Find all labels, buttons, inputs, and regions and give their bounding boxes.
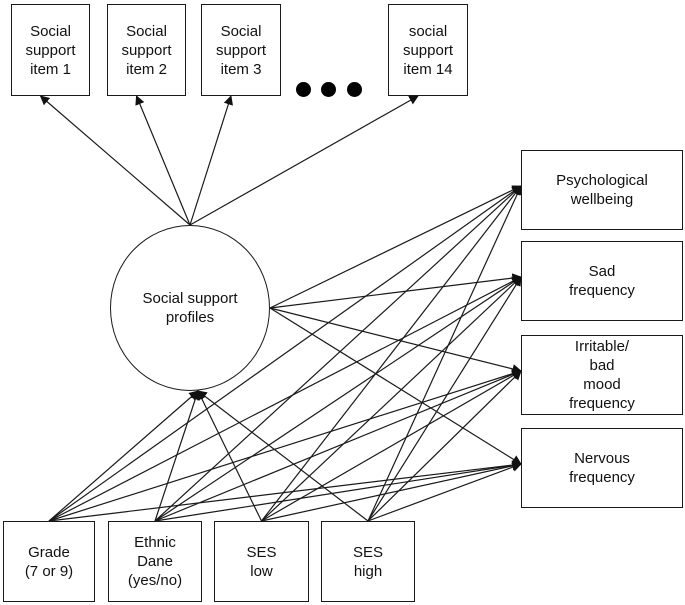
node-psych: Psychological wellbeing: [521, 150, 683, 230]
node-item3-label: Social support item 3: [215, 22, 267, 78]
node-psych-label: Psychological wellbeing: [556, 172, 648, 208]
ellipsis-dot: [321, 82, 336, 97]
node-grade: Grade (7 or 9): [3, 521, 95, 602]
edge-ethnic-to-irritable: [154, 369, 522, 522]
node-seshigh: SES high: [321, 521, 415, 602]
node-ethnic-label: Ethnic Dane (yes/no): [127, 534, 183, 589]
edge-profiles-to-item3: [189, 95, 233, 226]
node-seshigh-label: SES high: [352, 543, 383, 580]
edge-seslow-to-nervous: [261, 461, 522, 522]
edge-profiles-to-irritable: [269, 307, 522, 374]
edge-grade-to-sad: [48, 276, 522, 522]
edge-profiles-to-item2: [135, 95, 191, 226]
edge-seslow-to-profiles: [197, 390, 263, 522]
edge-seshigh-to-sad: [367, 276, 522, 522]
node-profiles: Social support profiles: [110, 225, 270, 391]
node-item3: Social support item 3: [201, 4, 281, 96]
edge-seshigh-to-profiles: [197, 390, 369, 522]
edge-seshigh-to-psych: [367, 185, 522, 522]
node-ethnic: Ethnic Dane (yes/no): [108, 521, 202, 602]
node-irritable: Irritable/ bad mood frequency: [521, 335, 683, 415]
edge-profiles-to-psych: [269, 185, 522, 309]
node-nervous: Nervous frequency: [521, 428, 683, 508]
node-item2: Social support item 2: [107, 4, 186, 96]
edge-seslow-to-sad: [261, 276, 522, 522]
edge-seslow-to-psych: [261, 185, 522, 522]
node-seslow-label: SES low: [246, 543, 277, 580]
node-item2-label: Social support item 2: [121, 22, 172, 78]
node-sad: Sad frequency: [521, 241, 683, 321]
edge-seslow-to-irritable: [261, 370, 522, 522]
edge-grade-to-profiles: [48, 390, 199, 522]
node-grade-label: Grade (7 or 9): [24, 543, 74, 580]
ellipsis-dot: [296, 82, 311, 97]
edge-grade-to-nervous: [48, 460, 522, 522]
node-item14: social support item 14: [388, 4, 468, 96]
edge-seshigh-to-irritable: [367, 370, 522, 522]
node-sad-label: Sad frequency: [569, 263, 635, 299]
node-irritable-label: Irritable/ bad mood frequency: [569, 338, 635, 412]
node-nervous-label: Nervous frequency: [569, 450, 635, 486]
edge-ethnic-to-profiles: [154, 390, 200, 522]
edge-profiles-to-sad: [269, 273, 522, 309]
edge-ethnic-to-psych: [154, 185, 522, 522]
node-item14-label: social support item 14: [402, 22, 454, 78]
edge-profiles-to-item14: [189, 95, 419, 226]
edge-profiles-to-item1: [39, 95, 191, 226]
edge-grade-to-irritable: [48, 369, 522, 522]
node-profiles-label: Social support profiles: [142, 290, 238, 326]
edge-ethnic-to-nervous: [154, 460, 522, 522]
node-item1: Social support item 1: [11, 4, 90, 96]
node-seslow: SES low: [214, 521, 309, 602]
edge-ethnic-to-sad: [154, 276, 522, 522]
ellipsis-dot: [347, 82, 362, 97]
edge-seshigh-to-nervous: [367, 462, 522, 522]
edge-grade-to-psych: [48, 185, 522, 522]
node-item1-label: Social support item 1: [25, 22, 76, 78]
